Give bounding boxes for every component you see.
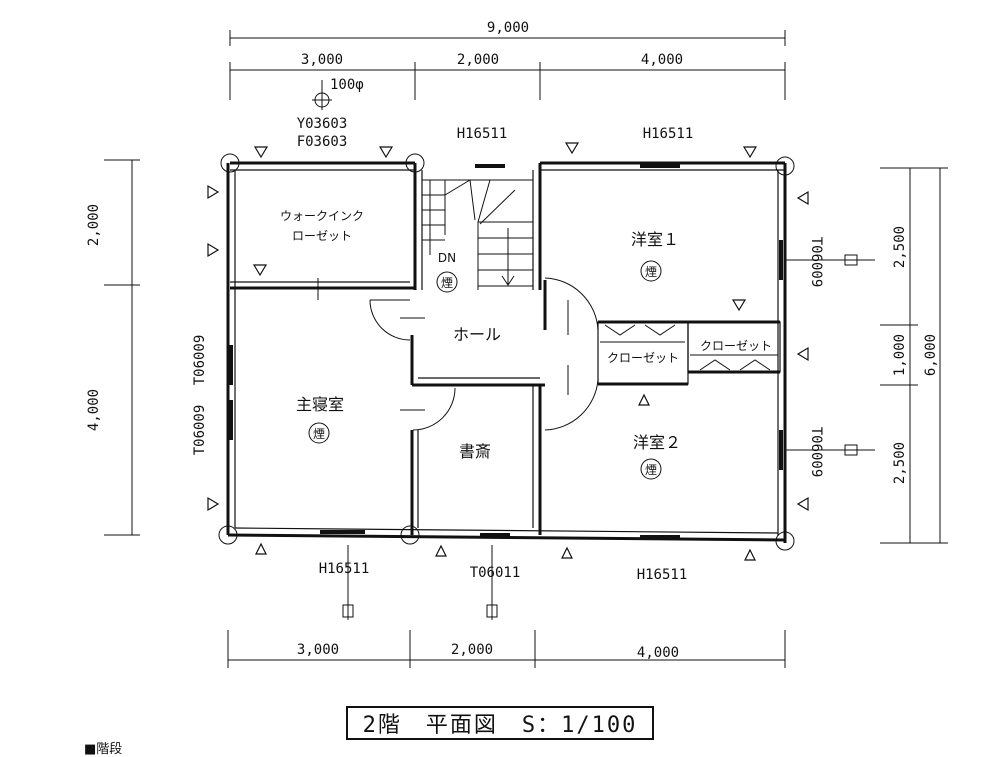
dim-top-a: 3,000 [301, 52, 343, 68]
vent-code-1: Y03603 [297, 116, 348, 132]
room-walk-in-closet-line1: ウォークインク [280, 209, 364, 223]
vent-diameter: 100φ [330, 77, 364, 93]
triangle-markers [207, 142, 809, 561]
window-code-bottom-mid: T06011 [470, 565, 521, 581]
room-western-2: 洋室２ [633, 433, 681, 452]
smoke-detector-icon: 煙 [441, 276, 453, 290]
top-dimensions: 9,000 3,000 2,000 4,000 [229, 20, 786, 100]
window-code-top-right: H16511 [643, 126, 694, 142]
vent-symbol: 100φ Y03603 F03603 [297, 77, 364, 150]
staircase [422, 179, 533, 290]
room-master-bedroom: 主寝室 [296, 395, 344, 414]
room-walk-in-closet-line2: ローゼット [292, 229, 352, 243]
exterior-pipes [342, 254, 875, 620]
bottom-note: ■階段 [84, 742, 123, 757]
left-dimensions: 2,000 4,000 [86, 159, 140, 536]
dim-bottom-b: 2,000 [451, 642, 493, 658]
room-western-1: 洋室１ [631, 230, 679, 249]
dim-right-a: 2,500 [892, 226, 908, 268]
dim-bottom-c: 4,000 [637, 645, 679, 661]
smoke-detectors: 煙 煙 煙 煙 [308, 260, 662, 480]
dim-left-a: 2,000 [86, 204, 102, 246]
room-closet-2: クローゼット [700, 339, 772, 353]
room-closet-1: クローゼット [607, 351, 679, 365]
dim-top-c: 4,000 [641, 52, 683, 68]
window-code-left-upper: T06009 [192, 335, 208, 386]
dim-bottom-a: 3,000 [297, 642, 339, 658]
room-study: 書斎 [459, 442, 491, 461]
dim-right-total: 6,000 [923, 334, 939, 376]
dim-top-total: 9,000 [487, 20, 529, 36]
window-code-right-upper: T06009 [808, 237, 824, 288]
stair-down-label: DN [438, 251, 456, 265]
dim-left-b: 4,000 [86, 389, 102, 431]
window-code-left-lower: T06009 [192, 405, 208, 456]
window-code-top-mid: H16511 [457, 126, 508, 142]
dim-right-b: 1,000 [892, 334, 908, 376]
dim-right-c: 2,500 [892, 442, 908, 484]
window-code-bottom-right: H16511 [637, 567, 688, 583]
door-swings [317, 277, 599, 431]
wall-windows [229, 164, 783, 539]
room-hall: ホール [453, 325, 501, 344]
smoke-detector-icon: 煙 [313, 427, 325, 441]
smoke-detector-icon: 煙 [645, 463, 657, 477]
window-code-bottom-left: H16511 [319, 561, 370, 577]
bottom-dimensions: 3,000 2,000 4,000 [227, 630, 786, 668]
vent-code-2: F03603 [297, 134, 348, 150]
dim-top-b: 2,000 [457, 52, 499, 68]
smoke-detector-icon: 煙 [645, 265, 657, 279]
interior-walls [230, 163, 781, 535]
outer-walls [226, 161, 787, 543]
window-code-right-lower: T06009 [808, 427, 824, 478]
right-dimensions: 2,500 1,000 2,500 6,000 [880, 167, 948, 544]
drawing-title: 2階 平面図 S：1/100 [346, 706, 654, 740]
closet-door-marks [600, 324, 778, 371]
